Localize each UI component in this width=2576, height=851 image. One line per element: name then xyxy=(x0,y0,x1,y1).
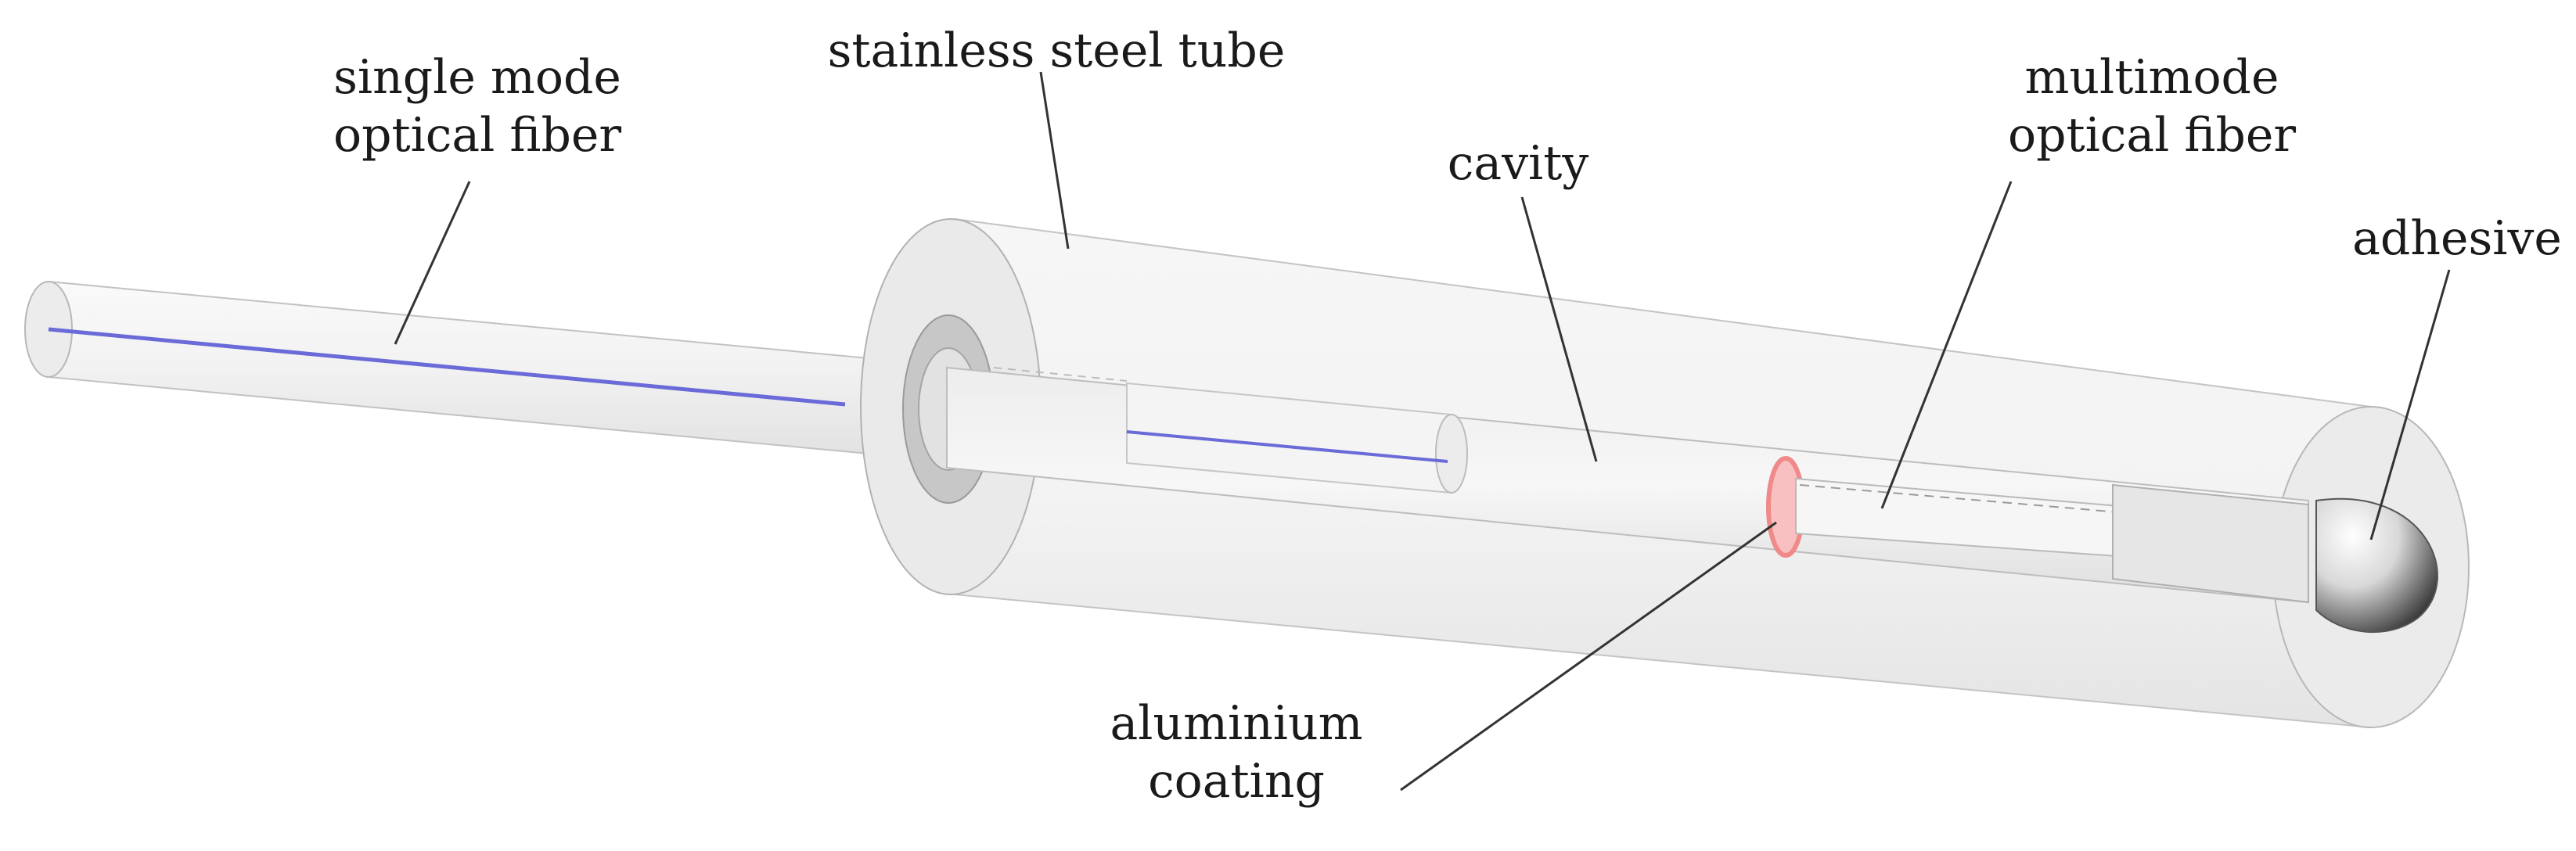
label-stainless-steel-tube: stainless steel tube xyxy=(806,22,1307,80)
label-single-mode-optical-fiber: single mode optical fiber xyxy=(313,48,642,164)
label-line: multimode xyxy=(2024,50,2279,105)
adhesive-dome xyxy=(2315,497,2438,634)
label-cavity: cavity xyxy=(1424,135,1612,192)
leader-multimode xyxy=(1880,181,2013,509)
single-mode-fiber xyxy=(24,280,869,455)
leader-aluminium xyxy=(1400,521,1777,792)
leader-adhesive xyxy=(2369,269,2451,540)
leader-steel-tube xyxy=(1039,71,1070,250)
label-line: aluminium xyxy=(1110,696,1363,751)
multimode-fiber xyxy=(1795,477,2309,604)
label-line: single mode xyxy=(333,50,621,105)
leader-lines xyxy=(394,71,2451,792)
label-line: stainless steel tube xyxy=(827,23,1286,78)
label-line: adhesive xyxy=(2352,211,2562,266)
label-line: optical fiber xyxy=(2007,108,2297,163)
inner-single-mode-fiber xyxy=(993,367,1468,494)
label-aluminium-coating: aluminium coating xyxy=(1088,695,1385,810)
label-line: optical fiber xyxy=(333,108,622,163)
leader-cavity xyxy=(1520,196,1598,462)
leader-single-mode xyxy=(394,181,471,345)
label-adhesive: adhesive xyxy=(2348,210,2567,268)
label-line: cavity xyxy=(1447,136,1589,191)
single-mode-core xyxy=(48,327,846,407)
label-multimode-optical-fiber: multimode optical fiber xyxy=(1988,48,2316,164)
label-line: coating xyxy=(1148,754,1325,809)
